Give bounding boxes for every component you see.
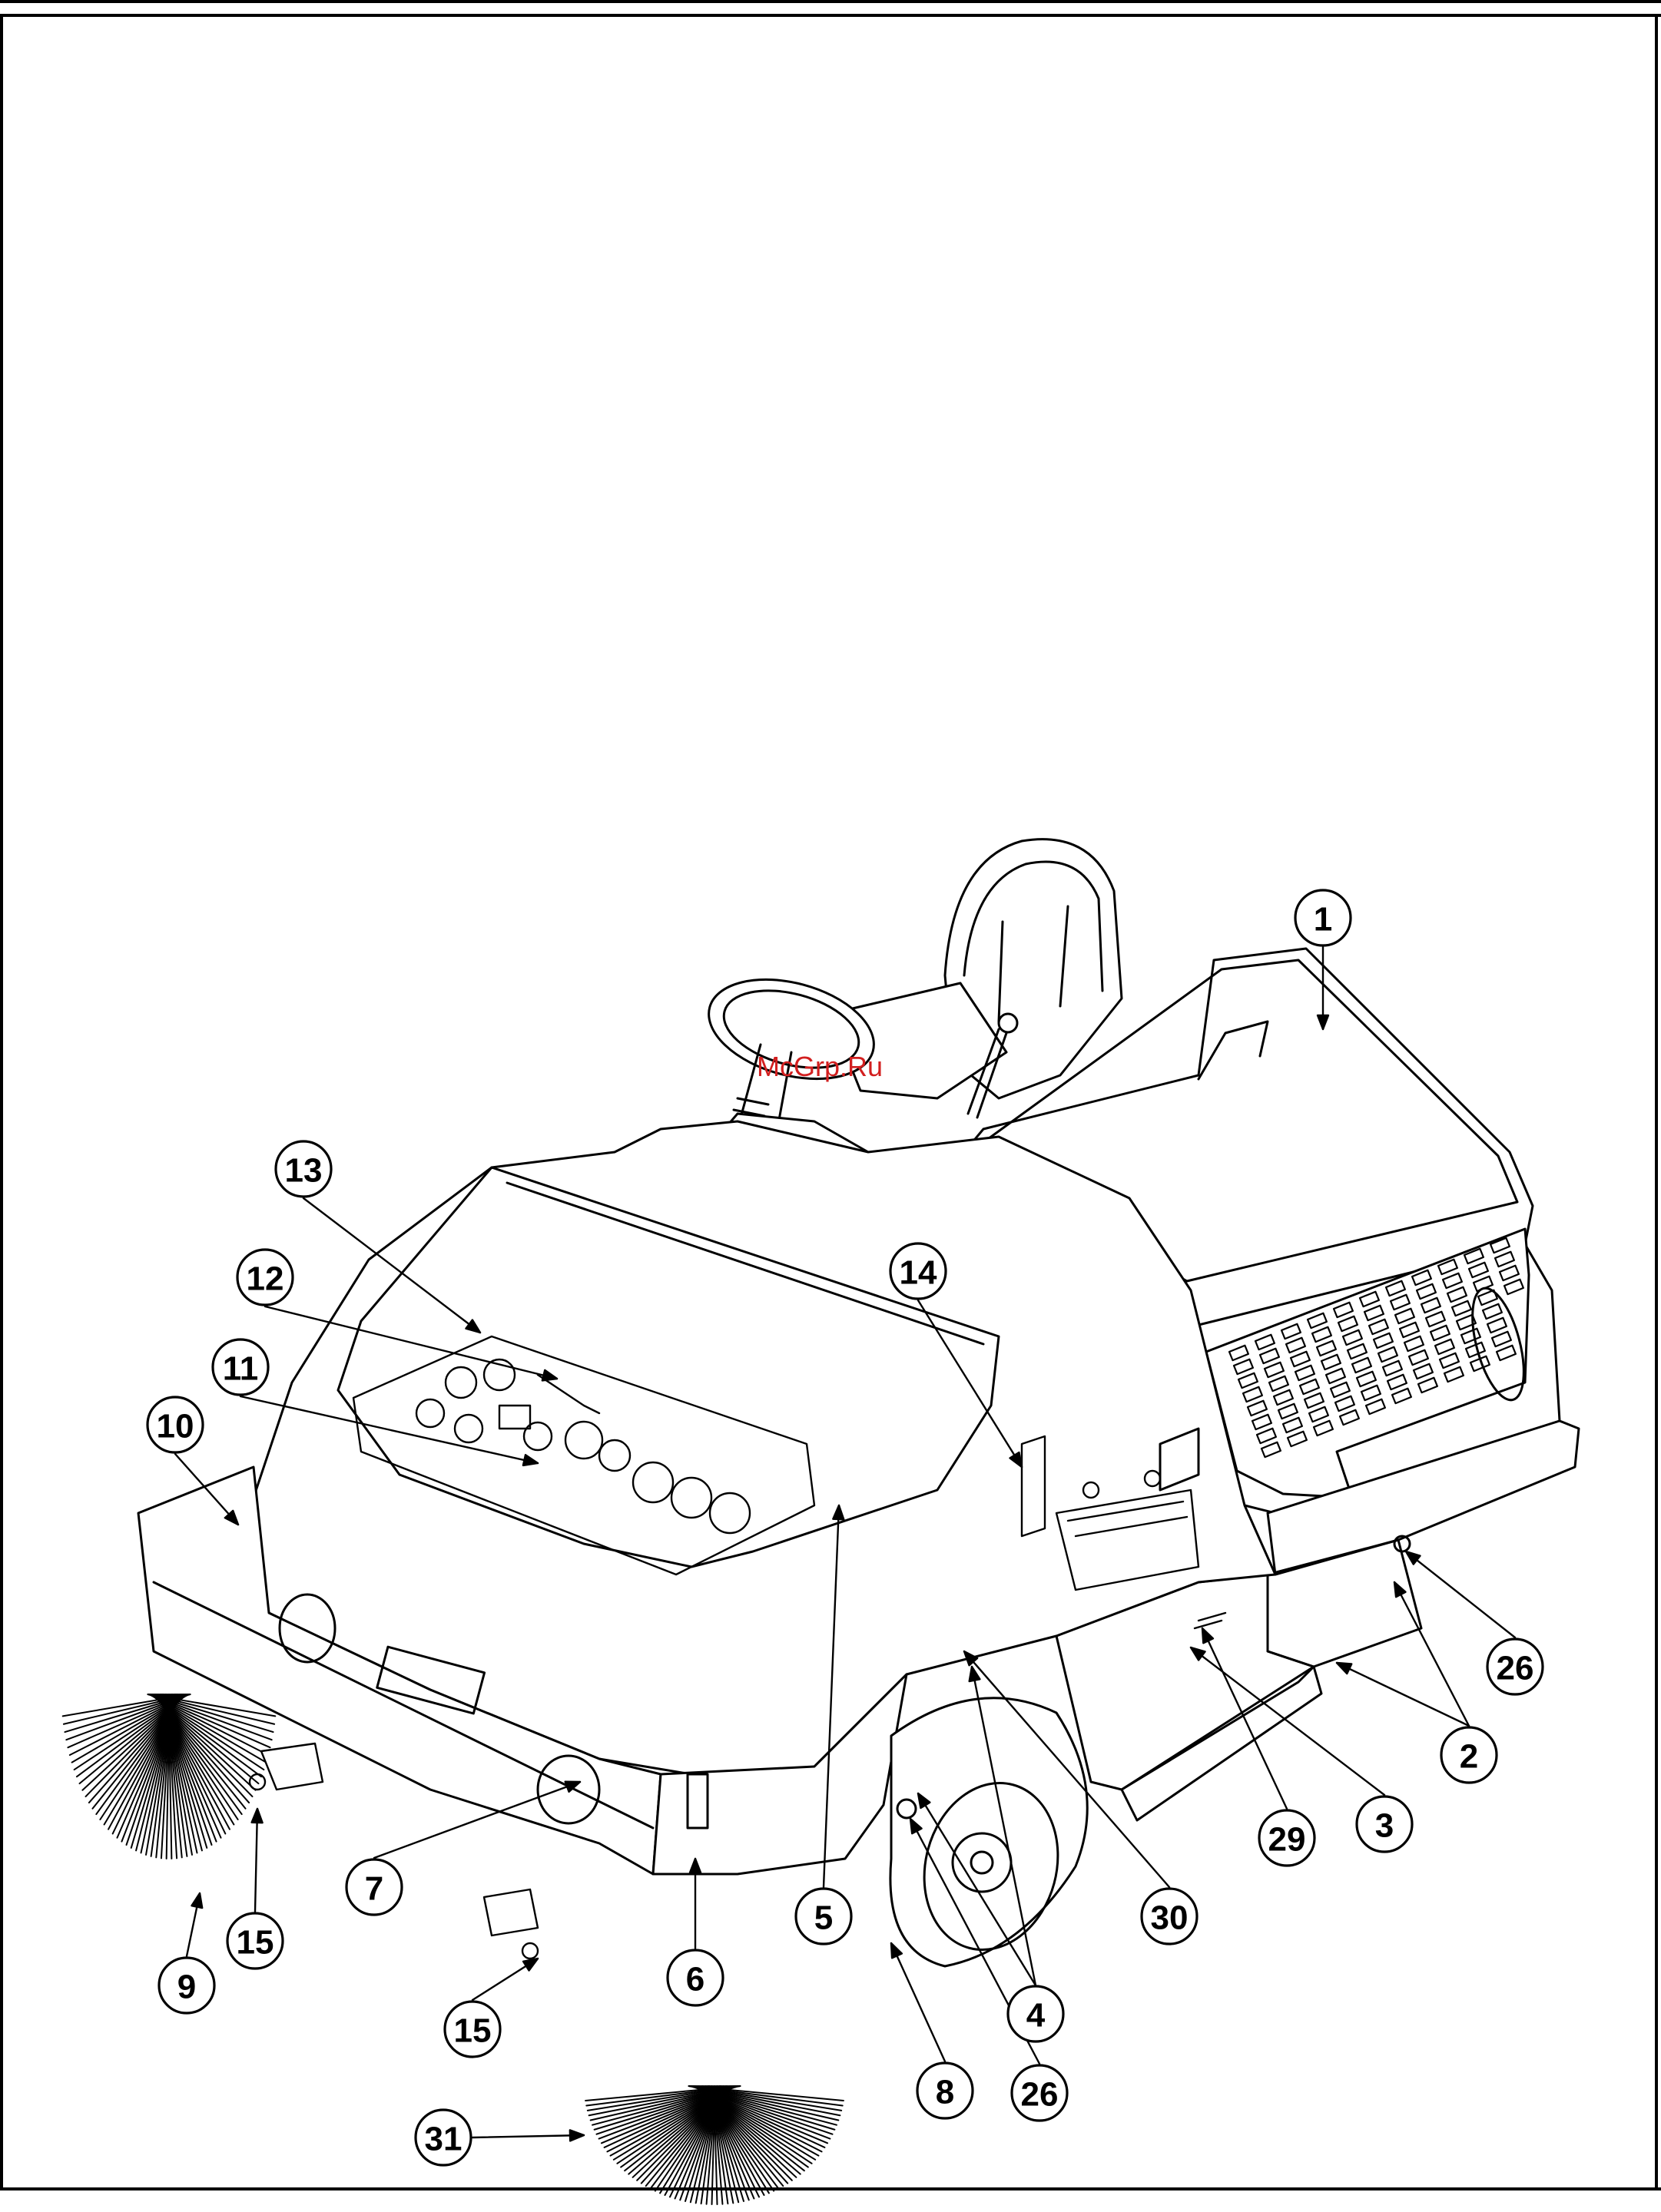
leader-arrowhead	[252, 1809, 263, 1823]
callout-4: 4	[1008, 1986, 1063, 2041]
callout-number: 9	[177, 1969, 196, 2006]
callout-30: 30	[1142, 1889, 1197, 1944]
callout-number: 14	[900, 1254, 937, 1292]
callout-26b: 26	[1012, 2065, 1067, 2121]
leader-line	[1337, 1663, 1469, 1726]
callout-10: 10	[148, 1397, 203, 1452]
callout-number: 26	[1021, 2076, 1059, 2114]
callout-14: 14	[890, 1243, 946, 1299]
callout-number: 15	[454, 2012, 492, 2050]
rear-wheel	[890, 1698, 1087, 1966]
leader-line	[1202, 1628, 1287, 1809]
callout-9: 9	[159, 1958, 214, 2013]
callout-number: 4	[1026, 1997, 1046, 2035]
callout-number: 31	[425, 2121, 462, 2158]
callout-29: 29	[1259, 1810, 1315, 1866]
leader-arrowhead	[891, 1943, 902, 1958]
right-side-brush	[585, 2086, 844, 2204]
callout-number: 11	[223, 1350, 259, 1388]
leader-arrowhead	[1337, 1663, 1351, 1674]
callout-12: 12	[237, 1250, 293, 1305]
callout-6: 6	[668, 1950, 723, 2005]
callout-number: 3	[1375, 1807, 1394, 1845]
leader-line	[255, 1809, 257, 1912]
leader-line	[1406, 1551, 1515, 1637]
callout-number: 1	[1314, 901, 1332, 939]
callout-number: 8	[936, 2074, 954, 2111]
left-side-brush	[63, 1694, 276, 1859]
callout-7: 7	[346, 1859, 402, 1915]
callout-number: 10	[157, 1408, 194, 1445]
steering-wheel	[698, 963, 885, 1137]
callout-number: 30	[1151, 1899, 1189, 1937]
callout-number: 6	[686, 1961, 705, 1998]
callout-1: 1	[1295, 890, 1351, 945]
leader-arrowhead	[1406, 1551, 1420, 1565]
callout-number: 5	[814, 1899, 833, 1937]
leader-arrowhead	[1191, 1647, 1205, 1660]
leader-line	[472, 2135, 584, 2137]
callout-number: 12	[247, 1260, 284, 1298]
callout-number: 15	[237, 1924, 274, 1962]
leader-arrowhead	[191, 1893, 202, 1908]
leader-arrowhead	[1202, 1628, 1213, 1643]
leader-arrowhead	[1394, 1582, 1406, 1597]
callout-8: 8	[917, 2063, 973, 2118]
callout-3: 3	[1357, 1796, 1412, 1852]
watermark: McGrp.Ru	[757, 1051, 883, 1083]
callout-5: 5	[796, 1889, 851, 1944]
callout-11: 11	[213, 1339, 268, 1395]
callout-15b: 15	[445, 2002, 500, 2057]
callout-2: 2	[1441, 1727, 1497, 1783]
leader-line	[1191, 1647, 1384, 1795]
callout-number: 26	[1497, 1650, 1534, 1687]
callout-26a: 26	[1487, 1639, 1543, 1694]
leader-arrowhead	[523, 1959, 538, 1971]
callout-15a: 15	[227, 1913, 283, 1969]
callout-number: 29	[1268, 1821, 1306, 1859]
callout-31: 31	[416, 2110, 471, 2165]
callout-number: 13	[285, 1152, 323, 1190]
callout-number: 7	[365, 1870, 383, 1908]
callout-number: 2	[1460, 1738, 1478, 1776]
leader-arrowhead	[570, 2130, 584, 2141]
leader-line	[1394, 1582, 1469, 1726]
callout-13: 13	[276, 1141, 331, 1197]
